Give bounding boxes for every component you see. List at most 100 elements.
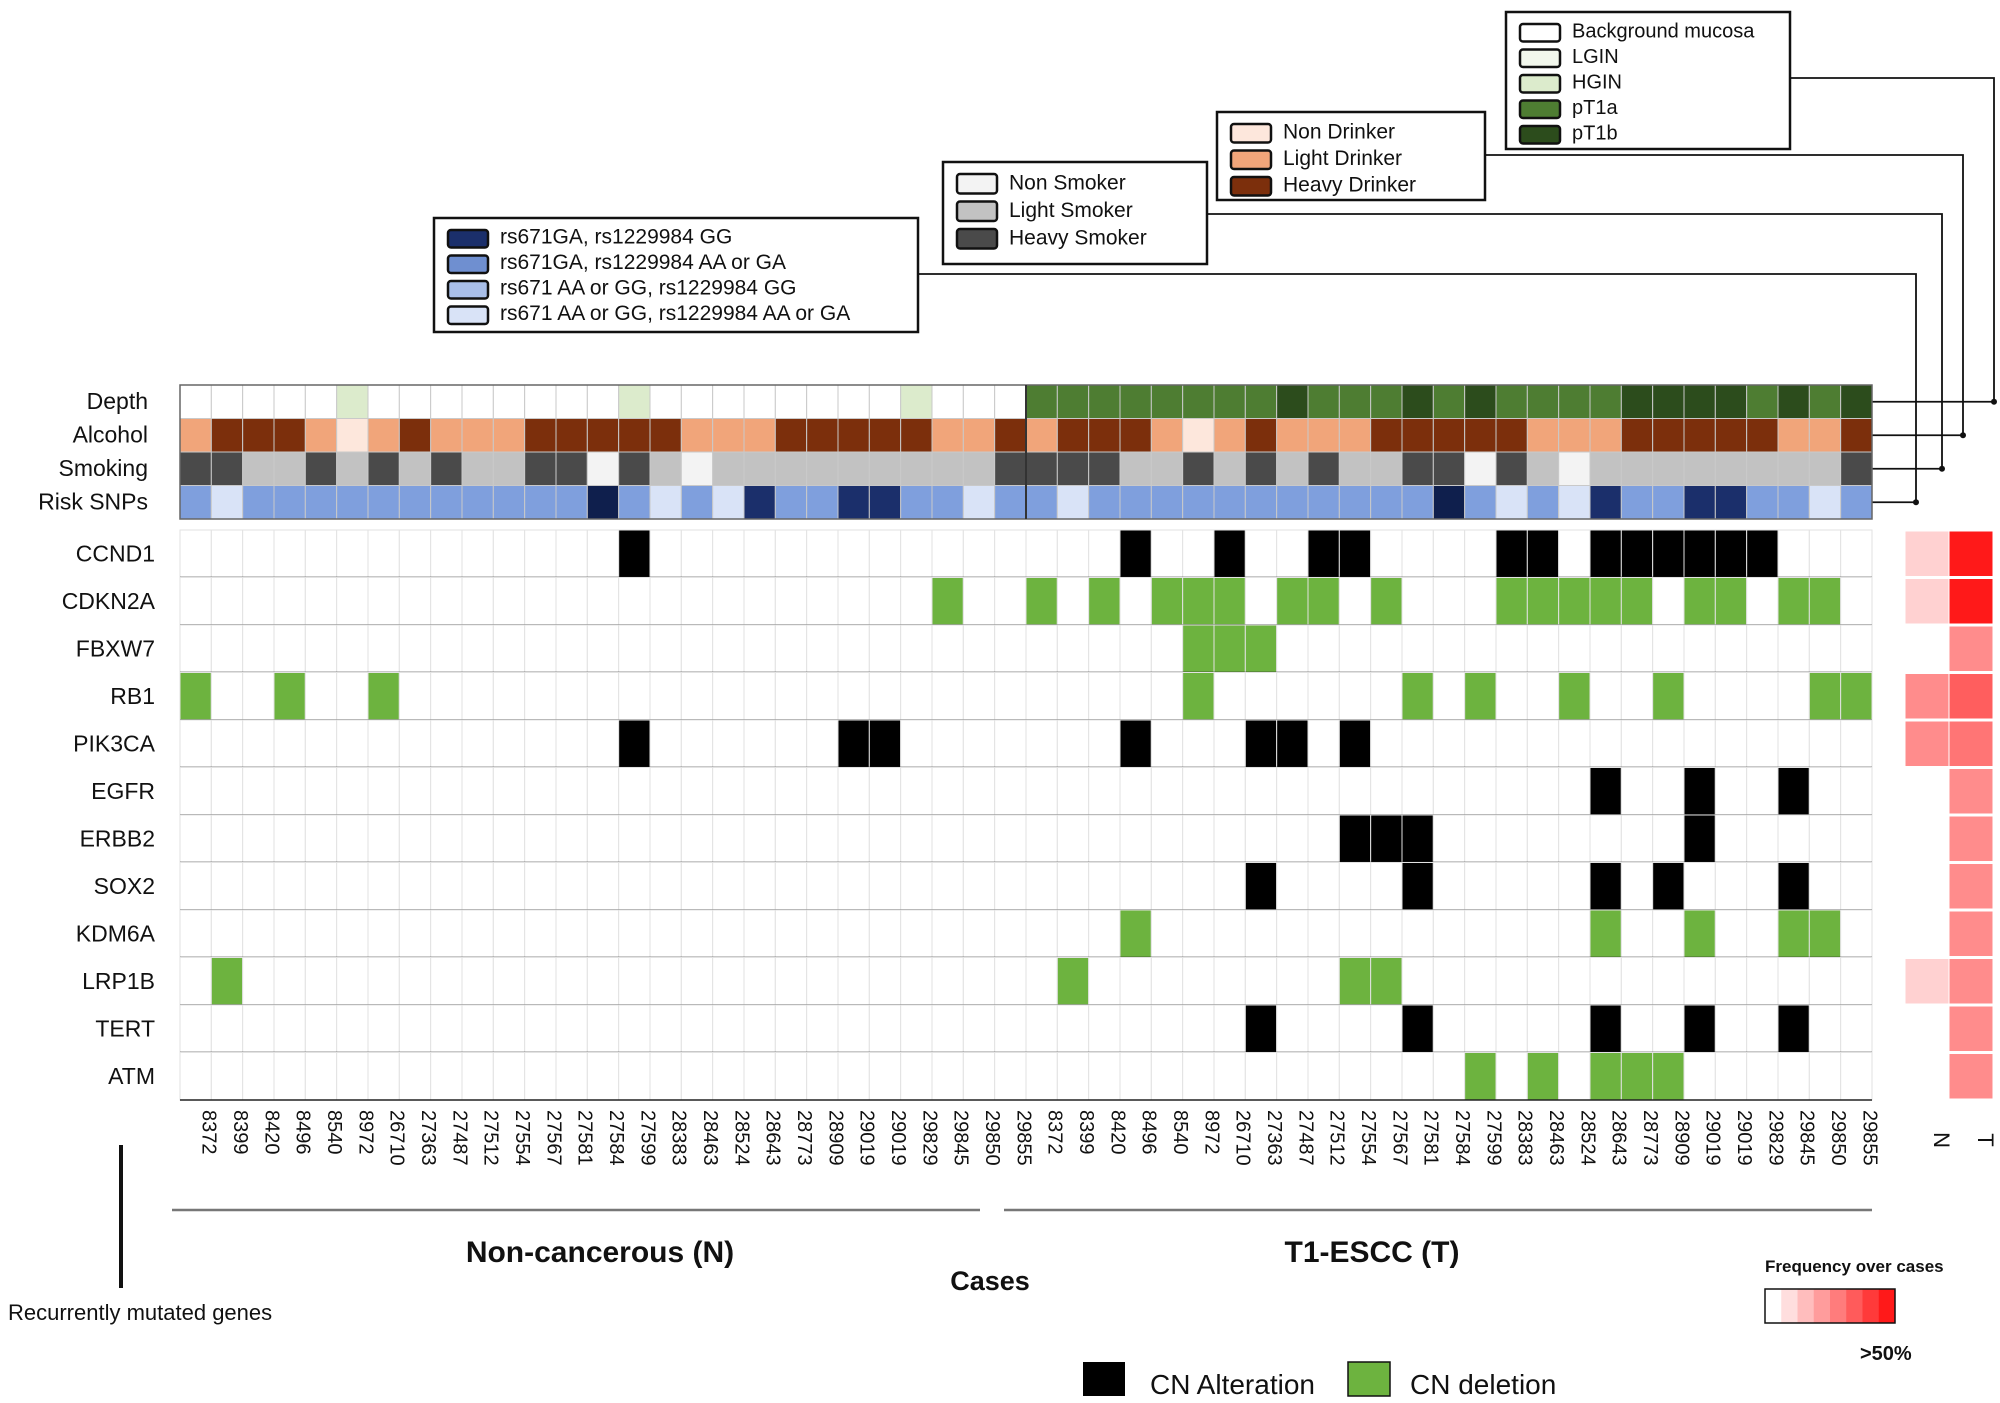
annotation-cell [1620,485,1654,520]
gene-cell [273,814,306,863]
annotation-cell [1213,418,1246,453]
gene-cell [1432,529,1466,578]
gene-cell [1589,1052,1622,1101]
gene-cell [806,529,839,578]
gene-cell [1338,719,1372,768]
case-label: 28383 [668,1110,690,1166]
gene-cell [806,719,839,768]
annotation-cell [1088,384,1121,419]
gene-cell [1652,672,1685,721]
gene-cell [1464,909,1497,958]
annotation-cell [1401,418,1434,453]
gene-cell [1683,767,1716,816]
gene-cell [1777,1004,1810,1053]
annotation-cell [367,418,400,453]
gene-cell [1088,862,1121,911]
gene-cell [649,814,682,863]
gene-cell [1088,577,1121,626]
gene-cell [242,577,275,626]
annotation-cell [1182,384,1215,419]
gene-cell [743,719,776,768]
gene-cell [1558,529,1591,578]
gene-cell [1526,624,1560,673]
gene-cell [1119,719,1152,768]
gene-cell [1808,1004,1842,1053]
annotation-cell [649,485,682,520]
gene-cell [1683,814,1716,863]
annotation-cell [1213,485,1246,520]
gene-cell [774,1052,808,1101]
annotation-cell [994,384,1027,419]
frequency-scale-step [1797,1289,1815,1323]
annotation-cell [1620,418,1654,453]
gene-cell [304,577,338,626]
annotation-cell [555,418,588,453]
legend-alteration-label: CN Alteration [1150,1369,1315,1400]
annotation-cell [962,384,996,419]
annotation-cell [1338,384,1372,419]
gene-cell [1840,577,1873,626]
gene-label: RB1 [110,683,155,709]
gene-cell [1714,957,1748,1006]
gene-cell [806,767,839,816]
gene-cell [1526,719,1560,768]
gene-cell [1746,719,1779,768]
gene-cell [242,862,275,911]
gene-cell [618,672,651,721]
gene-cell [304,767,338,816]
annotation-cell [1808,451,1842,486]
gene-cell [1464,862,1497,911]
gene-cell [1714,719,1748,768]
gene-cell [680,719,714,768]
frequency-scale-frame [1764,1288,1896,1324]
frequency-scale-step [1765,1289,1782,1323]
gene-cell [1088,719,1121,768]
gene-cell [1620,577,1654,626]
gene-cell [492,1052,526,1101]
gene-cell [1213,672,1246,721]
annotation-cell [1495,485,1528,520]
case-label: 28463 [1545,1110,1567,1166]
gene-cell [179,1052,212,1101]
case-label: 27567 [542,1110,564,1166]
gene-cell [1182,814,1215,863]
gene-cell [1683,624,1716,673]
annotation-cell [1683,384,1716,419]
gene-cell [398,719,432,768]
frequency-title: Frequency over cases [1765,1257,1944,1276]
gene-cell [1464,957,1497,1006]
gene-cell [1276,577,1309,626]
gene-cell [743,624,776,673]
gene-cell [524,1052,557,1101]
gene-cell [430,529,463,578]
connector-dot [1960,432,1966,439]
gene-cell [994,624,1027,673]
annotation-cell [649,451,682,486]
annotation-cell [1746,384,1779,419]
gene-cell [649,672,682,721]
annotation-cell [1088,418,1121,453]
gene-cell [1589,957,1622,1006]
gene-cell [1840,767,1873,816]
gene-cell [868,624,902,673]
annotation-cell [1370,485,1403,520]
legend-text: Heavy Smoker [1009,227,1147,250]
gene-cell [1746,624,1779,673]
annotation-cell [837,418,870,453]
annotation-cell [242,485,275,520]
gene-cell [304,672,338,721]
gene-cell [774,1004,808,1053]
gene-cell [837,767,870,816]
case-label: 8972 [1200,1110,1222,1155]
annotation-cell [680,451,714,486]
annotation-cell [1620,384,1654,419]
gene-cell [712,719,745,768]
gene-cell [618,814,651,863]
case-label: 29019 [887,1110,909,1166]
gene-cell [304,862,338,911]
gene-cell [210,672,244,721]
annotation-cell [1088,485,1121,520]
gene-cell [1150,672,1184,721]
frequency-cell [1948,720,1994,767]
